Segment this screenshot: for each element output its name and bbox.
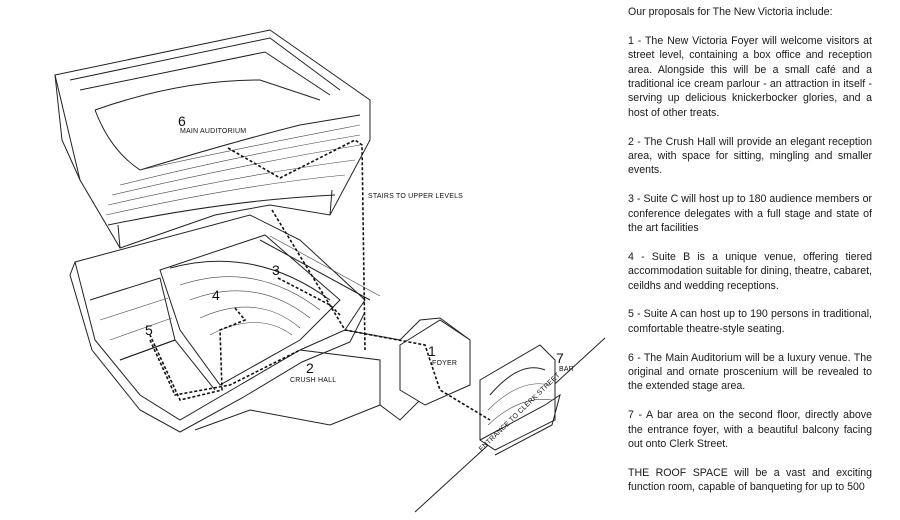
label-stairs: STAIRS TO UPPER LEVELS xyxy=(368,193,464,200)
proposal-2: 2 - The Crush Hall will provide an elega… xyxy=(628,135,872,177)
proposal-3: 3 - Suite C will host up to 180 audience… xyxy=(628,193,872,235)
label-crush-hall: CRUSH HALL xyxy=(290,377,337,384)
label-suite-a-number: 5 xyxy=(145,322,153,338)
proposal-4: 4 - Suite B is a unique venue, offering … xyxy=(628,250,872,292)
label-suite-b-number: 4 xyxy=(212,287,220,303)
building-cutaway-diagram xyxy=(54,29,606,513)
proposal-6: 6 - The Main Auditorium will be a luxury… xyxy=(628,351,872,393)
label-suite-c-number: 3 xyxy=(272,262,280,278)
circulation-routes xyxy=(149,139,491,421)
foyer-and-bar xyxy=(399,319,561,456)
proposal-7: 7 - A bar area on the second floor, dire… xyxy=(628,409,872,451)
proposals-text: Our proposals for The New Victoria inclu… xyxy=(628,5,872,509)
label-foyer-number: 1 xyxy=(428,343,436,359)
main-auditorium-block xyxy=(54,29,371,249)
label-crush-hall-number: 2 xyxy=(306,360,314,376)
label-bar: BAR xyxy=(559,366,574,373)
intro-text: Our proposals for The New Victoria inclu… xyxy=(628,6,833,18)
label-foyer: FOYER xyxy=(432,360,458,367)
label-main-auditorium-number: 6 xyxy=(178,113,186,129)
label-bar-number: 7 xyxy=(556,350,564,366)
label-main-auditorium: MAIN AUDITORIUM xyxy=(180,128,247,135)
lower-floor xyxy=(69,214,471,433)
proposal-5: 5 - Suite A can host up to 190 persons i… xyxy=(628,308,872,335)
proposal-roof-space: THE ROOF SPACE will be a vast and exciti… xyxy=(628,466,872,494)
proposal-1: 1 - The New Victoria Foyer will welcome … xyxy=(628,34,872,119)
